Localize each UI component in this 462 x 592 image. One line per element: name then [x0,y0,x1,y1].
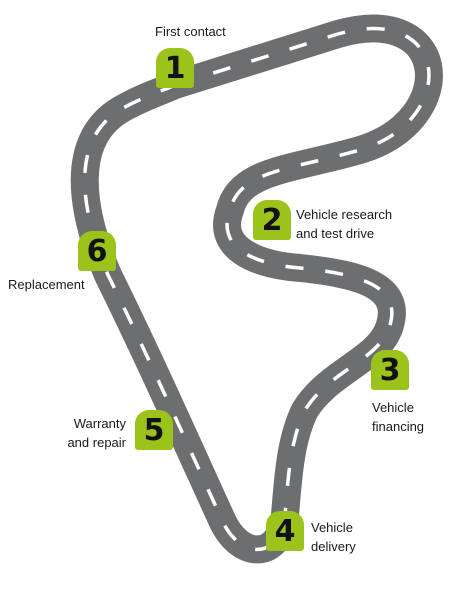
stage-label-4-line-2: delivery [311,539,356,554]
milestone-number-1: 1 [164,50,186,86]
stage-label-1: First contact [155,22,226,41]
stage-label-1-line-1: First contact [155,24,226,39]
milestone-number-3: 3 [379,352,401,388]
milestone-number-6: 6 [86,233,108,269]
stage-label-2-line-1: Vehicle research [296,207,393,222]
milestone-badge-1: 1 [156,48,194,88]
milestone-badge-4: 4 [266,511,304,551]
stage-label-3: Vehicle financing [372,398,424,436]
milestone-badge-2: 2 [253,200,291,240]
stage-label-2: Vehicle research and test drive [296,205,392,243]
milestone-number-2: 2 [261,202,283,238]
milestone-badge-6: 6 [78,231,116,271]
stage-label-5-line-2: and repair [67,435,126,450]
stage-label-4: Vehicle delivery [311,518,356,556]
stage-label-5-line-1: Warranty [73,416,126,431]
stage-label-5: Warranty and repair [40,414,126,452]
stage-label-6-line-1: Replacement [8,277,85,292]
milestone-badge-3: 3 [371,350,409,390]
milestone-number-4: 4 [274,513,296,549]
milestone-number-5: 5 [143,412,165,448]
stage-label-4-line-1: Vehicle [311,520,353,535]
milestone-badge-5: 5 [135,410,173,450]
stage-label-3-line-2: financing [372,419,425,434]
stage-label-3-line-1: Vehicle [372,400,414,415]
stage-label-2-line-2: and test drive [296,226,375,241]
stage-label-6: Replacement [8,275,85,294]
